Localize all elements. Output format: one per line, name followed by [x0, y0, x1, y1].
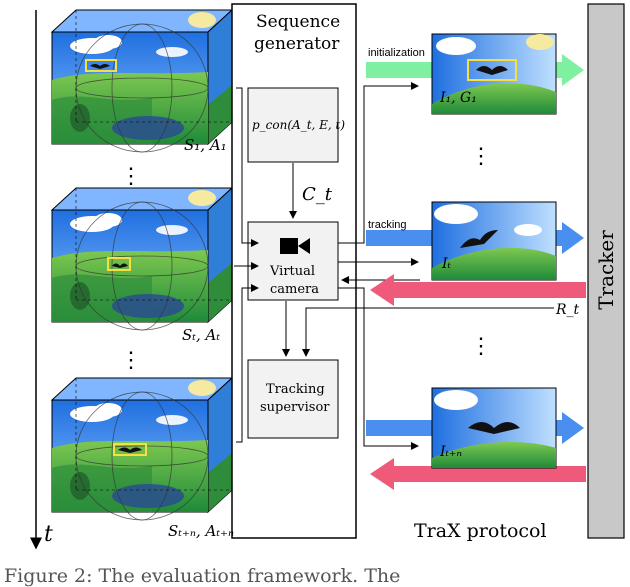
response-arrow-2	[370, 458, 586, 490]
frame-ellipsis-2: ⋮	[470, 334, 492, 359]
virtual-camera-box	[247, 221, 339, 301]
supervisor-label-1: Tracking	[266, 382, 325, 397]
scene-cube-1	[51, 9, 233, 153]
cube-ellipsis-2: ⋮	[120, 348, 142, 373]
tracker-label: Tracker	[594, 230, 618, 310]
init-label: initialization	[368, 47, 425, 59]
state-label-1: S₁, A₁	[184, 136, 227, 154]
frame-2	[431, 201, 557, 281]
tracking-label: tracking	[368, 219, 407, 231]
frame-label-1: I₁, G₁	[440, 90, 477, 106]
frame-3	[431, 387, 557, 469]
generator-title-1: Sequence	[256, 12, 341, 32]
scene-cube-2	[51, 187, 233, 331]
protocol-name: TraX protocol	[414, 520, 547, 542]
camera-icon	[280, 238, 310, 254]
tracker-bar	[587, 3, 625, 539]
caption-fragment: Figure 2: The evaluation framework. The	[4, 565, 401, 587]
pcon-box	[247, 87, 339, 163]
control-label: C_t	[302, 184, 333, 205]
response-arrow-1	[370, 274, 586, 306]
pcon-label: p_con(A_t, E, t)	[252, 118, 346, 132]
frame-label-3: Iₜ₊ₙ	[440, 444, 463, 460]
cube-ellipsis-1: ⋮	[120, 164, 142, 189]
state-label-2: Sₜ, Aₜ	[182, 326, 221, 344]
camera-label-1: Virtual	[270, 264, 316, 279]
supervisor-label-2: supervisor	[260, 400, 330, 415]
response-label: R_t	[556, 302, 580, 318]
scene-cube-3	[51, 377, 233, 521]
state-label-3: Sₜ₊ₙ, Aₜ₊ₙ	[168, 522, 235, 540]
supervisor-box	[247, 359, 339, 439]
frame-ellipsis-1: ⋮	[470, 144, 492, 169]
camera-label-2: camera	[270, 282, 320, 297]
time-label: t	[44, 522, 53, 547]
frame-1	[431, 33, 557, 115]
frame-label-2: Iₜ	[442, 256, 451, 272]
generator-title-2: generator	[254, 34, 340, 54]
